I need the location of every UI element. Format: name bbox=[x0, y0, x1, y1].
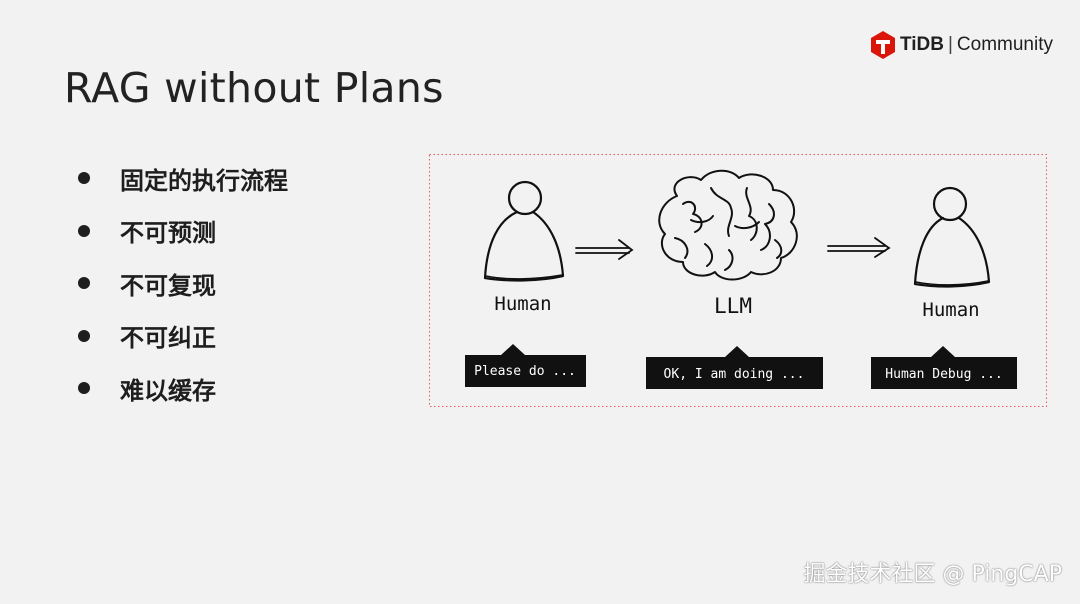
speech-tag: Human Debug ... bbox=[871, 346, 1017, 389]
bullet-dot-icon bbox=[78, 172, 90, 185]
logo-separator: | bbox=[947, 34, 953, 55]
bullet-item: 难以缓存 bbox=[78, 362, 288, 415]
node-label: LLM bbox=[714, 294, 752, 318]
speech-tag: Please do ... bbox=[465, 344, 586, 387]
tag-text: Please do ... bbox=[474, 364, 576, 379]
brain-icon bbox=[658, 169, 798, 281]
tidb-logo-icon bbox=[871, 31, 895, 59]
bullet-text: 不可复现 bbox=[120, 271, 216, 300]
bullet-text: 固定的执行流程 bbox=[120, 166, 288, 195]
arrow-right-icon bbox=[827, 237, 891, 258]
human-icon bbox=[913, 186, 991, 288]
bullet-dot-icon bbox=[78, 382, 90, 395]
tag-text: Human Debug ... bbox=[885, 367, 1002, 382]
bullet-item: 不可预测 bbox=[78, 205, 288, 258]
logo-text: TiDB|Community bbox=[900, 34, 1053, 56]
diagram-svg: Human Please do ... LLM O bbox=[429, 154, 1047, 407]
rag-flow-diagram: Human Please do ... LLM O bbox=[429, 154, 1047, 407]
bullet-text: 不可预测 bbox=[120, 219, 216, 248]
bullet-item: 固定的执行流程 bbox=[78, 152, 288, 205]
logo-brand: TiDB bbox=[900, 34, 944, 55]
bullet-item: 不可复现 bbox=[78, 257, 288, 310]
arrow-right-icon bbox=[575, 239, 634, 260]
bullet-list: 固定的执行流程 不可预测 不可复现 不可纠正 难以缓存 bbox=[78, 152, 288, 415]
speech-tag: OK, I am doing ... bbox=[646, 346, 823, 389]
node-label: Human bbox=[494, 293, 551, 315]
tidb-community-logo: TiDB|Community bbox=[870, 30, 1053, 60]
logo-community: Community bbox=[956, 34, 1053, 55]
bullet-text: 不可纠正 bbox=[120, 324, 216, 353]
bullet-dot-icon bbox=[78, 277, 90, 290]
bullet-dot-icon bbox=[78, 329, 90, 342]
watermark: 掘金技术社区 @ PingCAP bbox=[803, 562, 1062, 587]
diagram-border bbox=[429, 154, 1047, 407]
bullet-item: 不可纠正 bbox=[78, 310, 288, 363]
bullet-dot-icon bbox=[78, 224, 90, 237]
bullet-text: 难以缓存 bbox=[120, 376, 216, 405]
slide-title: RAG without Plans bbox=[64, 64, 444, 112]
human-icon bbox=[483, 180, 565, 282]
node-label: Human bbox=[922, 299, 979, 321]
tag-text: OK, I am doing ... bbox=[664, 367, 805, 382]
